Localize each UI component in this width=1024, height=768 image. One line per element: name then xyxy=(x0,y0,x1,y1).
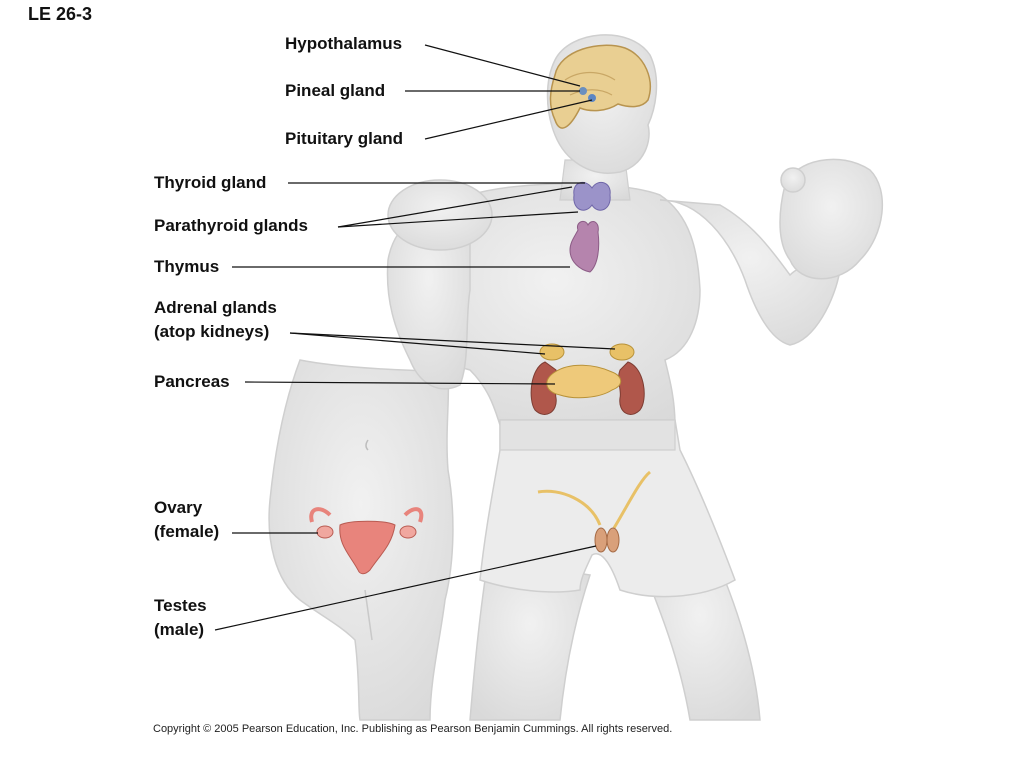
label-hypothalamus: Hypothalamus xyxy=(285,34,403,53)
ovary-left xyxy=(316,525,334,539)
ovary-right xyxy=(399,525,417,539)
adrenal-left xyxy=(539,343,565,361)
label-testes-sub: (male) xyxy=(154,620,205,639)
leader-lines xyxy=(214,44,616,631)
pineal-gland xyxy=(579,87,587,95)
testes xyxy=(537,470,652,553)
copyright-notice: Copyright © 2005 Pearson Education, Inc.… xyxy=(153,723,673,735)
label-adrenal-glands-sub: (atop kidneys) xyxy=(154,322,270,341)
thymus xyxy=(569,220,600,273)
male-body xyxy=(386,34,883,721)
uterus-ovaries xyxy=(309,507,424,575)
label-testes: Testes xyxy=(154,596,207,615)
label-parathyroid-glands: Parathyroid glands xyxy=(154,216,308,235)
figure-id: LE 26-3 xyxy=(28,4,93,24)
label-thyroid-gland: Thyroid gland xyxy=(154,173,267,192)
brain xyxy=(549,44,651,129)
label-ovary-sub: (female) xyxy=(154,522,220,541)
adrenal-right xyxy=(609,343,635,361)
label-ovary: Ovary xyxy=(154,498,203,517)
label-thymus: Thymus xyxy=(154,257,220,276)
label-pituitary-gland: Pituitary gland xyxy=(285,129,404,148)
label-adrenal-glands: Adrenal glands xyxy=(154,298,277,317)
label-pineal-gland: Pineal gland xyxy=(285,81,386,100)
pancreas xyxy=(546,364,622,399)
label-pancreas: Pancreas xyxy=(154,372,230,391)
